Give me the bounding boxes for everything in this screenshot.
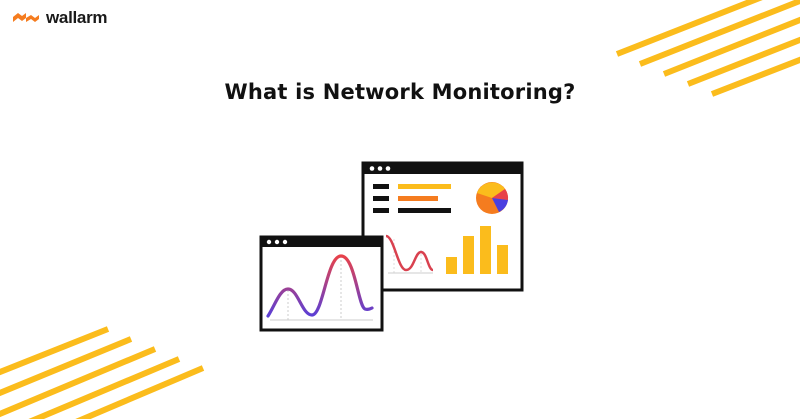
dashboard-window-front (259, 235, 384, 332)
window-dot-icon (274, 239, 280, 245)
brand-name: wallarm (46, 8, 108, 27)
page-title: What is Network Monitoring? (224, 80, 576, 104)
window-dot-icon (369, 166, 375, 171)
line-chart-icon (385, 234, 434, 274)
window-dot-icon (385, 166, 391, 171)
window-dot-icon (266, 239, 272, 245)
gradient-wave-icon (266, 254, 374, 318)
legend-bars-icon (373, 184, 451, 213)
window-dot-icon (377, 166, 383, 171)
wallarm-flag-logo-icon (13, 13, 39, 22)
top-right-stripes (615, 0, 800, 97)
wallarm-logo[interactable]: wallarm (12, 8, 108, 28)
dashboard-window-back (361, 161, 524, 292)
bar-chart-icon (446, 226, 508, 274)
bottom-left-stripes (0, 326, 205, 419)
pie-chart-icon (476, 182, 509, 214)
window-dot-icon (282, 239, 288, 245)
